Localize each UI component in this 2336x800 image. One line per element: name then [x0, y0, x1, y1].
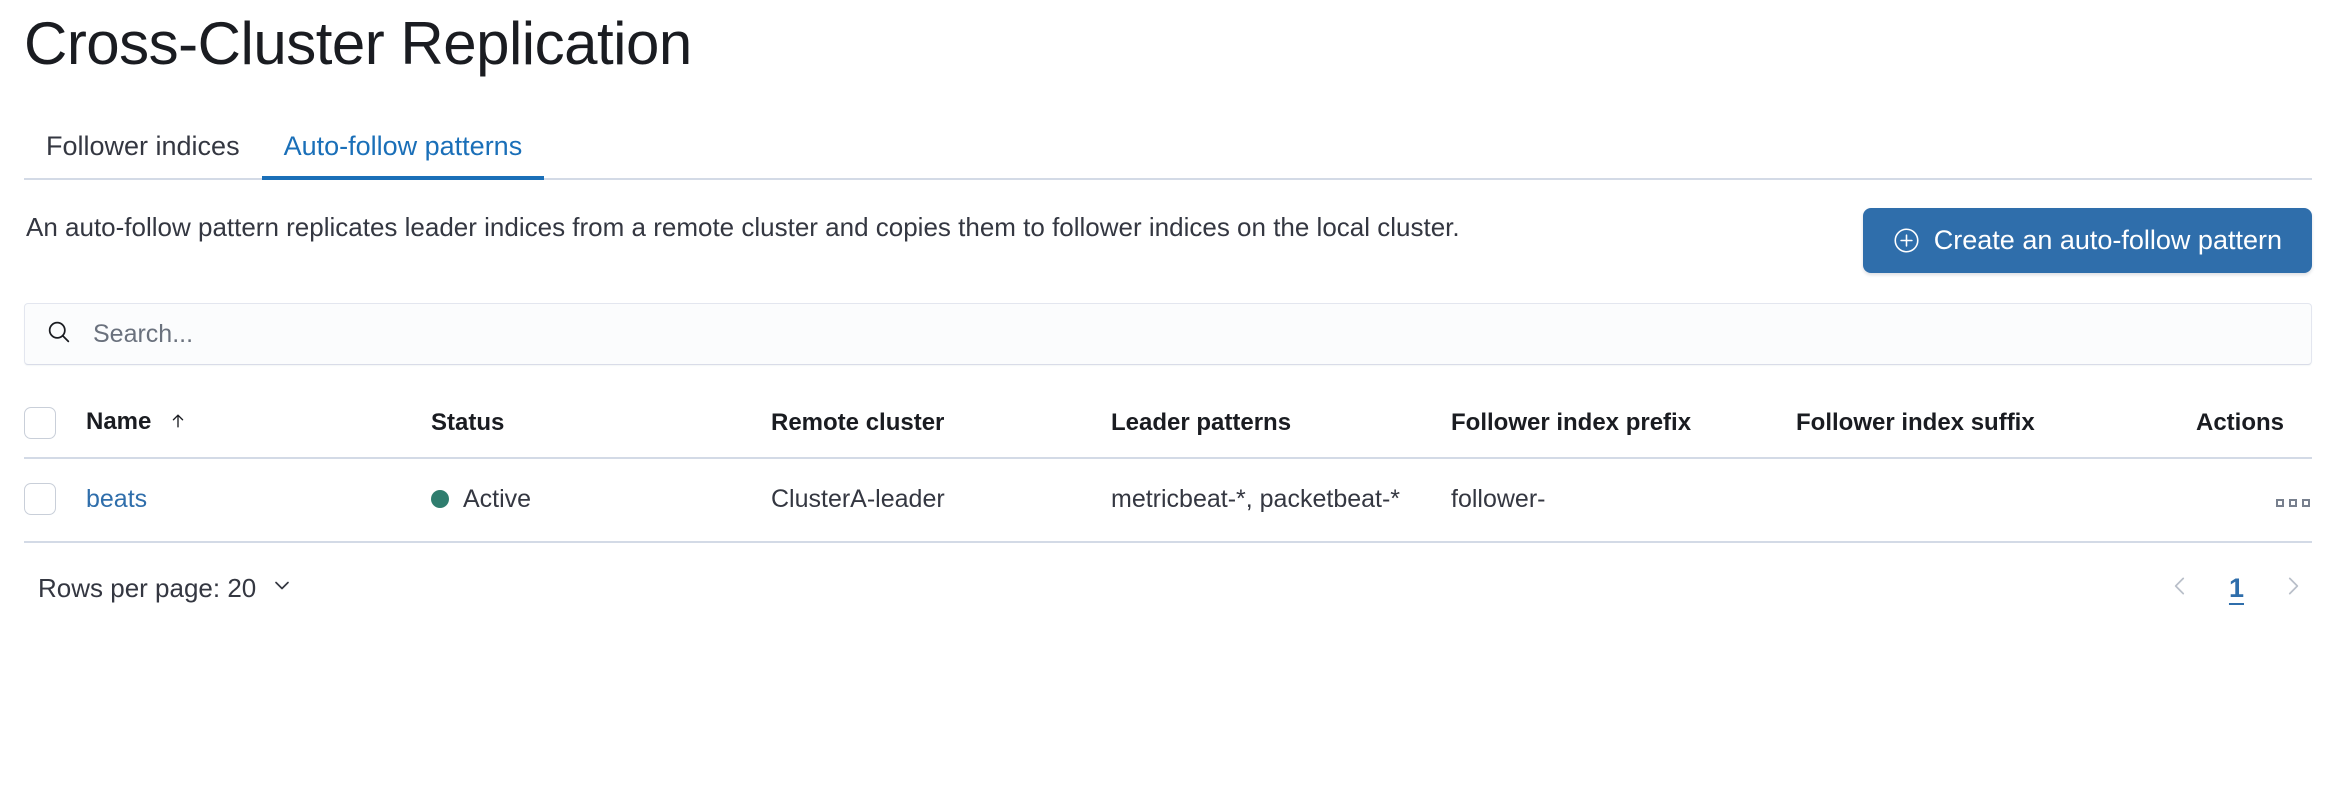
table-header-row: Name Status Remote cluster Leader patter…	[24, 393, 2312, 458]
page-number-1[interactable]: 1	[2228, 573, 2244, 604]
search-bar[interactable]	[24, 303, 2312, 365]
table-footer: Rows per page: 20 1	[24, 569, 2312, 608]
auto-follow-patterns-table: Name Status Remote cluster Leader patter…	[24, 393, 2312, 543]
column-header-follower-index-suffix[interactable]: Follower index suffix	[1796, 409, 2035, 436]
tab-follower-indices[interactable]: Follower indices	[46, 131, 240, 161]
cell-leader-patterns: metricbeat-*, packetbeat-*	[1111, 485, 1401, 513]
intro-description: An auto-follow pattern replicates leader…	[26, 212, 1460, 242]
column-header-status[interactable]: Status	[431, 409, 505, 436]
tab-bar: Follower indices Auto-follow patterns	[24, 118, 2312, 180]
intro-row: An auto-follow pattern replicates leader…	[24, 208, 2312, 273]
row-select-cell	[24, 458, 86, 542]
column-header-name[interactable]: Name	[86, 393, 431, 458]
page-title: Cross-Cluster Replication	[24, 10, 692, 77]
rows-per-page-selector[interactable]: Rows per page: 20	[26, 573, 294, 604]
table-row: beats Active ClusterA-leader metricbeat-…	[24, 458, 2312, 543]
cell-follower-index-suffix	[1796, 458, 2196, 542]
cell-remote-cluster: ClusterA-leader	[771, 484, 945, 513]
chevron-left-icon[interactable]	[2163, 569, 2197, 608]
select-all-header	[24, 393, 86, 458]
column-header-leader-patterns[interactable]: Leader patterns	[1111, 409, 1292, 436]
column-header-actions: Actions	[2196, 409, 2285, 436]
auto-follow-pattern-link[interactable]: beats	[86, 484, 148, 513]
status-dot-icon	[431, 490, 449, 509]
more-horizontal-icon[interactable]	[2274, 493, 2312, 513]
cell-name: beats	[86, 458, 431, 542]
search-icon	[45, 318, 73, 351]
cell-follower-index-prefix: follower-	[1451, 484, 1546, 513]
cell-status: Active	[431, 458, 771, 542]
search-input[interactable]	[91, 318, 2291, 350]
arrow-up-icon	[168, 410, 188, 438]
select-all-checkbox[interactable]	[24, 407, 56, 439]
create-button-label: Create an auto-follow pattern	[1933, 225, 2282, 255]
column-header-remote-cluster[interactable]: Remote cluster	[771, 409, 945, 436]
row-checkbox[interactable]	[24, 483, 56, 516]
tab-auto-follow-patterns[interactable]: Auto-follow patterns	[261, 133, 545, 180]
status-label: Active	[463, 484, 532, 513]
plus-in-circle-icon	[1893, 227, 1920, 254]
create-auto-follow-pattern-button[interactable]: Create an auto-follow pattern	[1862, 208, 2312, 273]
cell-actions	[2196, 458, 2312, 542]
chevron-right-icon[interactable]	[2276, 569, 2310, 608]
pagination: 1	[2163, 569, 2310, 608]
rows-per-page-label: Rows per page: 20	[38, 573, 257, 604]
chevron-down-icon	[270, 573, 294, 604]
column-header-follower-index-prefix[interactable]: Follower index prefix	[1451, 409, 1692, 436]
